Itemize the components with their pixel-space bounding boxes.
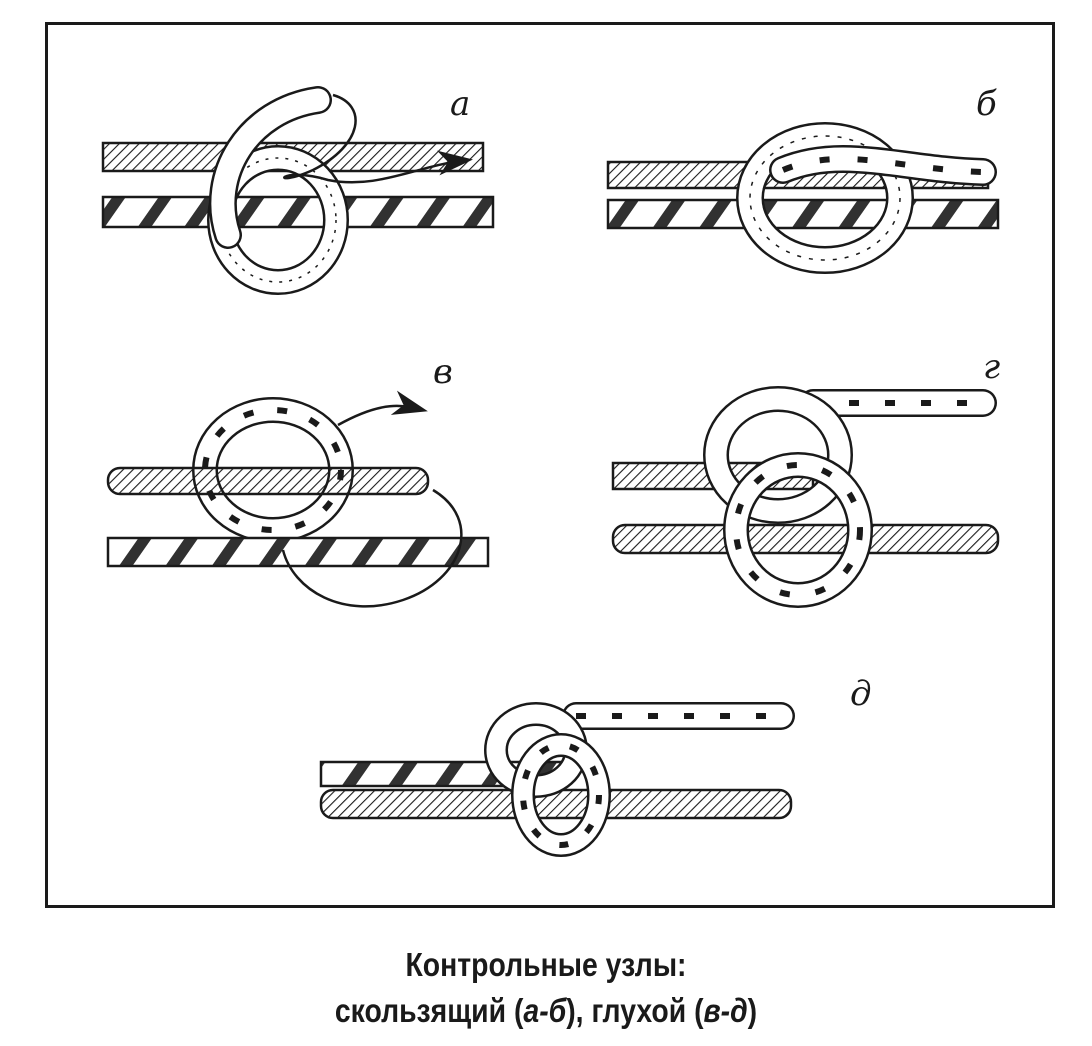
figure-caption: Контрольные узлы: скользящий (а-б), глух… [76,942,1015,1034]
knot-diagram-b [606,122,1000,274]
panel-a [98,85,538,325]
panel-label-v: в [433,352,453,392]
panel-g [608,385,1038,615]
panel-b [603,100,1023,300]
caption-range-dead: в-д [703,992,748,1029]
caption-text: скользящий ( [334,992,524,1029]
panel-d [316,690,806,860]
caption-subtitle: скользящий (а-б), глухой (в-д) [76,988,1015,1034]
knot-diagram-v [106,390,490,608]
knot-diagram-a [101,86,495,295]
panel-label-a: а [450,84,471,124]
panel-label-g: г [983,347,1001,387]
direction-curve [281,488,463,608]
knot-diagram-d [319,702,795,857]
direction-arrow [283,93,473,184]
direction-arrow [337,390,428,427]
panel-label-b: б [976,84,997,124]
caption-title: Контрольные узлы: [405,946,687,983]
figure-frame: а б в [45,22,1055,908]
caption-range-sliding: а-б [523,992,567,1029]
caption-text: ) [747,992,758,1029]
rope-hatched [106,466,430,496]
caption-text: ), глухой ( [566,992,704,1029]
knot-diagram-g [611,386,1000,608]
panel-label-d: д [850,674,872,714]
panel-v [103,390,543,630]
